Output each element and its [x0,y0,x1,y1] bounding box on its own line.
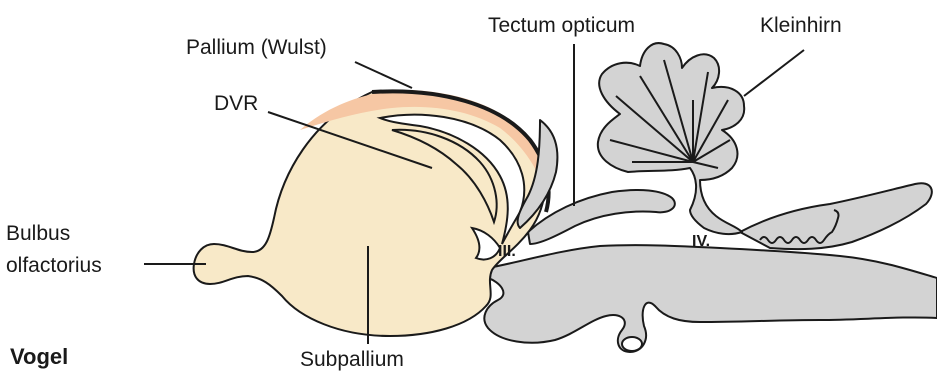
brainstem-shape [484,245,937,352]
hindbrain-upper [740,183,932,249]
label-kleinhirn: Kleinhirn [760,14,842,37]
leader-pallium [355,62,412,88]
leader-kleinhirn [744,50,804,96]
label-bulbus-1: Bulbus [6,222,70,245]
label-pallium: Pallium (Wulst) [186,36,327,59]
label-ventricle-3: III. [498,243,516,260]
label-tectum: Tectum opticum [488,14,635,37]
label-bulbus-2: olfactorius [6,254,102,277]
brainstem-group [484,183,937,352]
label-dvr: DVR [214,92,258,115]
hypophysis [622,337,642,351]
label-vogel: Vogel [10,344,68,369]
label-subpallium: Subpallium [300,348,404,371]
label-ventricle-4: IV. [692,233,710,250]
